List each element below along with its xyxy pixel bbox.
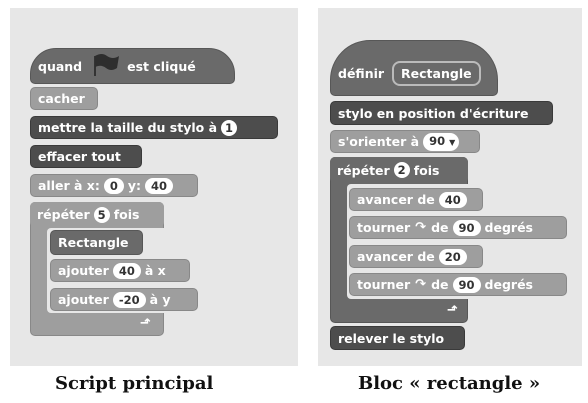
repeat-count[interactable]: 5 [93,206,110,223]
direction-dropdown[interactable]: 90 ▼ [423,132,460,151]
hat-word1: quand [38,58,83,74]
move2-value[interactable]: 20 [438,248,467,265]
define-block[interactable]: définir Rectangle [330,40,498,96]
repeat2-suffix: fois [413,162,440,178]
turn-right-icon: ↷ [415,220,427,235]
repeat-suffix: fois [113,207,140,222]
goto-y-value[interactable]: 40 [145,177,174,194]
change-y-block[interactable]: ajouter -20 à y [50,288,198,311]
caption-left: Script principal [55,373,214,394]
change-x-value[interactable]: 40 [112,262,141,279]
turn1-mid: de [431,220,449,235]
turn1-suffix: degrés [484,220,533,235]
turn2-mid: de [431,277,449,292]
turn-block-1[interactable]: tourner ↷ de 90 degrés [349,216,567,239]
define-name-box[interactable]: Rectangle [392,60,481,86]
hide-block[interactable]: cacher [30,87,98,110]
goto-y-label: y: [127,178,142,193]
turn1-value[interactable]: 90 [452,219,481,236]
goto-xy-block[interactable]: aller à x: 0 y: 40 [30,174,198,197]
change-x-label: ajouter [58,263,109,278]
green-flag-icon [91,52,121,81]
clear-label: effacer tout [38,149,121,164]
repeat2-count[interactable]: 2 [393,162,410,178]
pen-down-block[interactable]: stylo en position d'écriture [330,101,553,125]
call-rectangle-label: Rectangle [58,235,129,250]
change-x-suffix: à x [144,263,166,278]
direction-value: 90 [429,133,446,148]
hat-word2: est cliqué [127,58,196,74]
repeat-block[interactable]: répéter 5 fois [30,202,164,227]
change-y-value[interactable]: -20 [112,291,146,308]
pen-up-block[interactable]: relever le stylo [330,326,465,350]
point-direction-block[interactable]: s'orienter à 90 ▼ [330,130,480,153]
chevron-down-icon: ▼ [449,137,456,147]
set-pen-size-block[interactable]: mettre la taille du stylo à 1 [30,116,278,139]
when-flag-clicked-block[interactable]: quand est cliqué [30,48,235,84]
repeat2-arrow-icon: ⬏ [447,303,458,318]
turn2-label: tourner [357,277,411,292]
move1-value[interactable]: 40 [438,191,467,208]
move2-label: avancer de [357,249,435,264]
move-block-2[interactable]: avancer de 20 [349,245,483,268]
clear-block[interactable]: effacer tout [30,145,142,168]
caption-right: Bloc « rectangle » [358,373,541,394]
pen-down-label: stylo en position d'écriture [338,105,529,121]
pen-size-value[interactable]: 1 [221,119,238,136]
change-y-suffix: à y [149,292,171,307]
point-direction-label: s'orienter à [338,134,420,149]
pen-size-label: mettre la taille du stylo à [38,120,218,135]
goto-x-value[interactable]: 0 [103,177,124,194]
repeat2-label: répéter [337,162,390,178]
pen-up-label: relever le stylo [338,330,445,346]
turn-right-icon: ↷ [415,277,427,292]
call-rectangle-block[interactable]: Rectangle [50,230,143,255]
turn1-label: tourner [357,220,411,235]
change-y-label: ajouter [58,292,109,307]
turn2-suffix: degrés [484,277,533,292]
define-label: définir [338,65,385,81]
hide-label: cacher [38,91,85,106]
turn2-value[interactable]: 90 [452,276,481,293]
repeat-arrow-icon: ⬏ [140,316,151,331]
repeat-label: répéter [37,207,90,222]
move-block-1[interactable]: avancer de 40 [349,188,483,211]
repeat2-block[interactable]: répéter 2 fois [330,157,468,183]
goto-x-label: aller à x: [38,178,100,193]
change-x-block[interactable]: ajouter 40 à x [50,259,190,282]
turn-block-2[interactable]: tourner ↷ de 90 degrés [349,273,567,296]
move1-label: avancer de [357,192,435,207]
